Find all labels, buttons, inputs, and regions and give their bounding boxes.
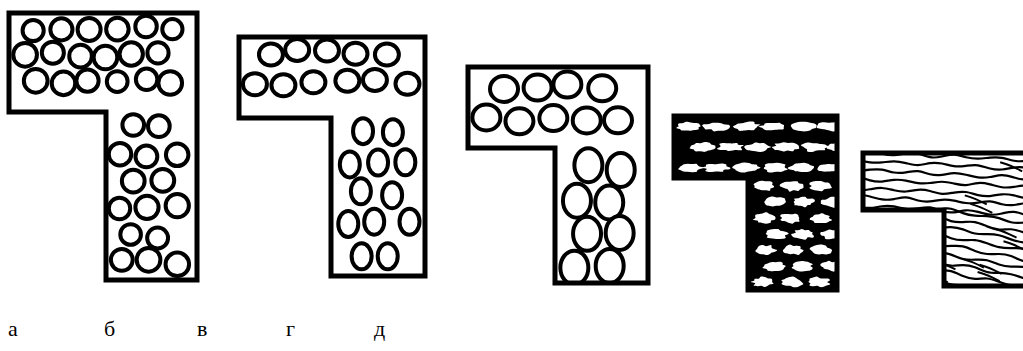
figure-letter: а bbox=[8, 318, 18, 340]
section-outline bbox=[9, 13, 197, 280]
figure-letter: д bbox=[374, 318, 385, 340]
figure-letter: г bbox=[286, 318, 295, 340]
section-outline bbox=[674, 116, 837, 290]
section-outline bbox=[863, 153, 1023, 286]
grain-fill bbox=[674, 116, 860, 290]
grain-fill bbox=[13, 16, 189, 276]
figure-letter: в bbox=[197, 318, 207, 340]
section-outline bbox=[468, 67, 648, 283]
figure-letter: б bbox=[104, 318, 115, 340]
grain-fill bbox=[858, 151, 1023, 300]
section-outline bbox=[239, 37, 425, 276]
